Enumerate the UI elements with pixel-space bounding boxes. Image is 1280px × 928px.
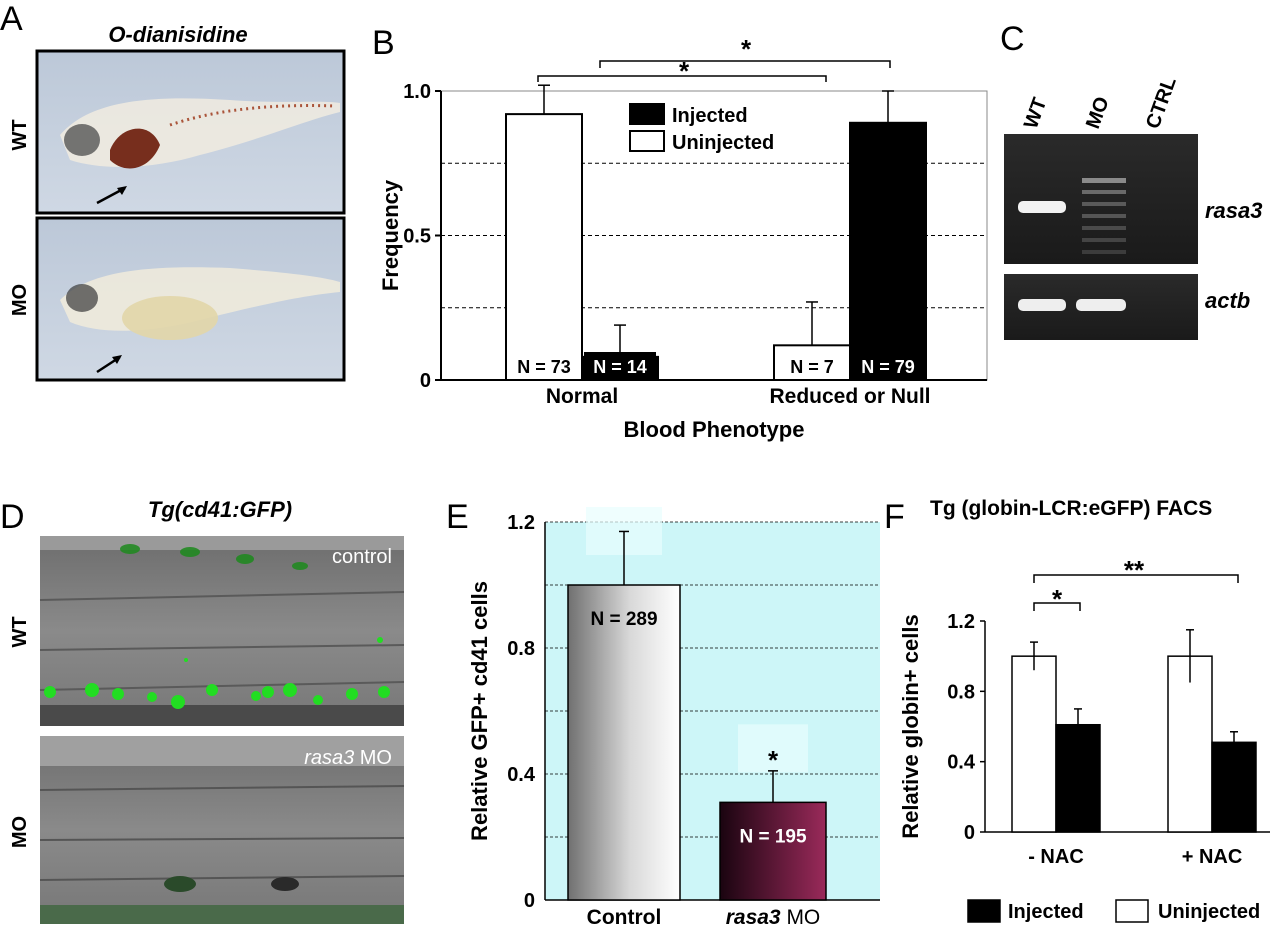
y-tick-label: 1.2 bbox=[947, 611, 975, 633]
panel-letter-f: F bbox=[884, 498, 905, 536]
legend-label: Uninjected bbox=[1158, 901, 1260, 923]
legend-swatch bbox=[629, 103, 665, 125]
n-label: N = 73 bbox=[517, 357, 571, 377]
panel-a: A O-dianisidine WT MO bbox=[0, 0, 346, 382]
x-tick-label: rasa3 MO bbox=[726, 906, 821, 928]
microscopy-image-wt: control bbox=[39, 536, 405, 726]
n-label-bg bbox=[508, 352, 580, 378]
significance-star: ** bbox=[1124, 555, 1145, 585]
x-tick-label: Normal bbox=[546, 385, 618, 408]
n-label: N = 7 bbox=[790, 357, 834, 377]
significance-bracket bbox=[1033, 574, 1239, 583]
row-label-wt-a: WT bbox=[9, 119, 31, 150]
legend-swatch bbox=[629, 130, 665, 152]
lane-label-ctrl: CTRL bbox=[1142, 74, 1181, 132]
significance-bracket bbox=[599, 60, 891, 68]
inset-mo-gene: rasa3 bbox=[304, 747, 354, 769]
y-tick-label: 0 bbox=[964, 822, 975, 844]
bar bbox=[1011, 655, 1057, 833]
lane-label-mo: MO bbox=[1082, 94, 1114, 132]
x-tick-label: Reduced or Null bbox=[769, 385, 930, 408]
x-tick-label: + NAC bbox=[1182, 846, 1243, 868]
inset-label-control: control bbox=[332, 546, 392, 568]
y-tick-label: 1.2 bbox=[507, 512, 535, 534]
y-tick-label: 0.8 bbox=[947, 681, 975, 703]
x-tick-label-part: MO bbox=[781, 906, 821, 928]
gene-label-actb: actb bbox=[1205, 288, 1250, 313]
y-tick-label: 1.0 bbox=[403, 81, 431, 103]
panel-letter-d: D bbox=[0, 498, 25, 536]
chart-f: Tg (globin-LCR:eGFP) FACS 0 0.4 0.8 1.2 Relat… bbox=[898, 497, 1270, 923]
x-axis-label: Blood Phenotype bbox=[624, 417, 805, 442]
bar bbox=[849, 121, 927, 381]
y-tick-label: 0.4 bbox=[507, 764, 536, 786]
y-tick-label: 0.5 bbox=[403, 226, 431, 248]
legend-label: Injected bbox=[672, 105, 748, 127]
legend-label: Uninjected bbox=[672, 132, 774, 154]
legend-swatch bbox=[1115, 899, 1149, 923]
significance-star: * bbox=[768, 745, 779, 775]
panel-f: F Tg (globin-LCR:eGFP) FACS 0 0.4 0.8 1.2 Rel… bbox=[884, 497, 1270, 923]
x-tick-label: Control bbox=[587, 906, 662, 928]
x-tick-label-part: rasa3 bbox=[726, 906, 781, 928]
chart-title: Tg (globin-LCR:eGFP) FACS bbox=[930, 497, 1212, 520]
n-label: N = 79 bbox=[861, 357, 915, 377]
significance-bracket bbox=[537, 75, 827, 82]
bar bbox=[1211, 741, 1257, 833]
y-axis-label: Relative globin+ cells bbox=[898, 614, 923, 838]
panel-c: C WT MO CTRL rasa3 actb bbox=[1000, 20, 1263, 340]
bar-highlight bbox=[738, 724, 808, 773]
panel-letter-e: E bbox=[446, 498, 469, 536]
n-label: N = 14 bbox=[593, 357, 647, 377]
panel-letter-c: C bbox=[1000, 20, 1025, 58]
x-tick-label-part: Control bbox=[587, 906, 662, 928]
n-label-bg bbox=[852, 352, 924, 378]
significance-star: * bbox=[1052, 584, 1063, 614]
significance-star: * bbox=[741, 34, 752, 64]
y-tick-label: 0.8 bbox=[507, 638, 535, 660]
y-tick-label: 0 bbox=[420, 370, 431, 392]
panel-letter-a: A bbox=[0, 0, 23, 38]
panel-d-title: Tg(cd41:GFP) bbox=[148, 497, 292, 522]
y-axis-label: Relative GFP+ cd41 cells bbox=[467, 581, 492, 841]
n-label: N = 289 bbox=[590, 609, 657, 630]
inset-label-mo: rasa3 MO bbox=[304, 747, 392, 769]
significance-star: * bbox=[679, 56, 690, 86]
legend-label: Injected bbox=[1008, 901, 1084, 923]
row-label-mo-d: MO bbox=[9, 816, 31, 848]
n-label: N = 195 bbox=[739, 826, 807, 847]
panel-d: D Tg(cd41:GFP) control bbox=[0, 497, 405, 924]
n-label-bg bbox=[776, 352, 848, 378]
gel-image-rasa3 bbox=[1004, 134, 1198, 264]
y-tick-label: 0.4 bbox=[947, 752, 976, 774]
bar bbox=[719, 801, 827, 901]
lane-label-wt: WT bbox=[1020, 95, 1051, 132]
legend-swatch bbox=[967, 899, 1001, 923]
bar bbox=[1055, 723, 1101, 833]
panel-a-title: O-dianisidine bbox=[108, 22, 247, 47]
panel-letter-b: B bbox=[372, 24, 395, 62]
embryo-image-mo bbox=[35, 216, 346, 382]
gel-image-actb bbox=[1004, 274, 1198, 340]
y-tick-label: 0 bbox=[524, 890, 535, 912]
embryo-image-wt bbox=[35, 49, 346, 215]
inset-mo-rest: MO bbox=[354, 747, 392, 769]
row-label-mo-a: MO bbox=[9, 284, 31, 316]
x-tick-label: - NAC bbox=[1028, 846, 1084, 868]
bar bbox=[567, 584, 681, 901]
bar bbox=[505, 113, 583, 382]
gene-label-rasa3: rasa3 bbox=[1205, 198, 1263, 223]
n-label-bg bbox=[584, 352, 656, 378]
significance-bracket bbox=[1033, 602, 1081, 611]
row-label-wt-d: WT bbox=[9, 616, 31, 647]
y-axis-label: Frequency bbox=[378, 179, 403, 291]
microscopy-image-mo: rasa3 MO bbox=[39, 736, 405, 924]
